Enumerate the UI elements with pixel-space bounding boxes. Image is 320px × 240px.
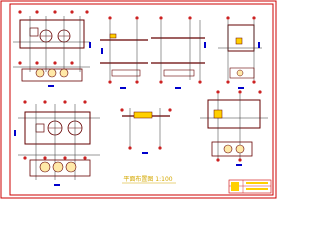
- drawing-sheet: 平面布置图 1:100: [0, 0, 277, 199]
- drawing-title: 平面布置图 1:100: [123, 175, 172, 183]
- plan-5: [14, 100, 100, 186]
- plan-4: [218, 16, 262, 89]
- plan-6: [120, 108, 172, 154]
- plan-7: [200, 90, 268, 166]
- inner-frame: [9, 3, 274, 196]
- outer-frame: [0, 0, 277, 199]
- title-block: [228, 179, 272, 194]
- plan-2: [100, 16, 148, 89]
- plan-1: [13, 10, 91, 87]
- plan-3: [151, 16, 206, 89]
